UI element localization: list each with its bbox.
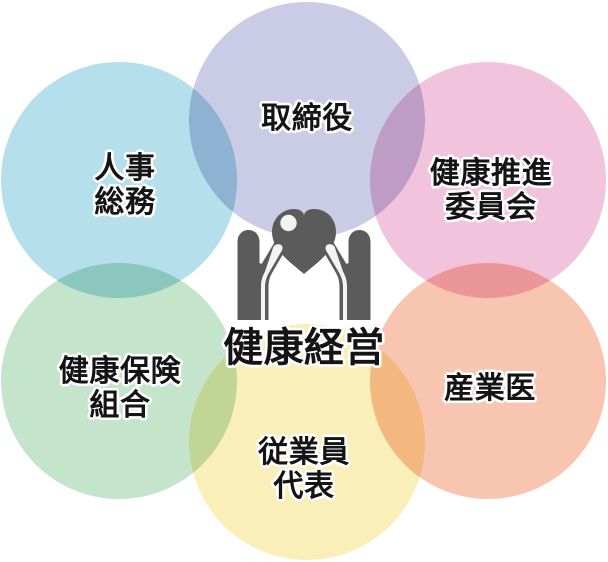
- circle-juugyouin-daihyou: [189, 324, 425, 560]
- circle-kenko-suishin-iinkai: [370, 62, 606, 298]
- hands-holding-heart-icon: [228, 196, 380, 326]
